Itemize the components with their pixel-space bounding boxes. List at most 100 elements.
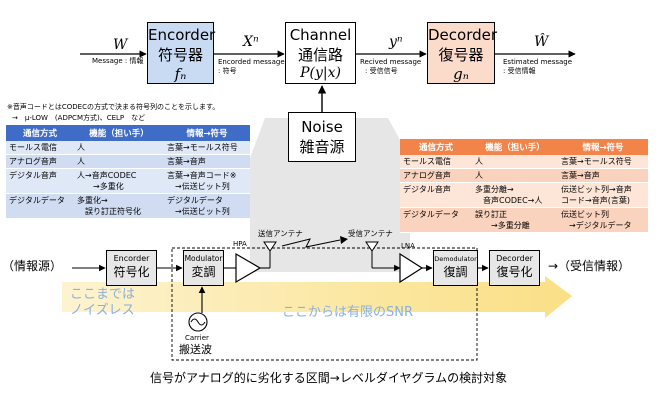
- lna-label: LNA: [401, 242, 415, 250]
- decoder-table-header: 通信方式 機能（担い手） 情報→符号: [400, 139, 648, 155]
- noise-title-en: Noise: [301, 118, 343, 136]
- modulator-jp: 変調: [191, 265, 216, 279]
- channel-block: Channel 通信路 P(y|x): [285, 22, 356, 84]
- received-caption-1: Recived message: [360, 58, 422, 66]
- radio-link: [281, 238, 341, 248]
- info-source-label: （情報源）: [2, 259, 63, 273]
- output-caption-1: Estimated message: [503, 58, 573, 66]
- table-cell: アナログ音声: [6, 154, 74, 169]
- lna-amplifier: [399, 252, 424, 284]
- bottom-encoder-jp: 符号化: [113, 265, 150, 279]
- decoder-title-jp: 復号器: [438, 46, 484, 64]
- finite-snr-label: ここからは有限のSNR: [282, 305, 414, 320]
- footer-caption: 信号がアナログ的に劣化する区間→レベルダイヤグラムの検討対象: [150, 371, 508, 385]
- carrier-jp-label: 搬送波: [179, 343, 212, 356]
- channel-function: P(y|x): [300, 65, 341, 81]
- table-cell: デジタルデータ: [6, 193, 74, 219]
- table-cell: 言葉→音声: [164, 154, 250, 169]
- decoder-title-en: Decorder: [428, 26, 498, 44]
- table-row: デジタル音声 多重分離→ 音声CODEC→人 伝送ビット列→音声 コード→音声(…: [400, 182, 648, 208]
- channel-title-en: Channel: [289, 26, 352, 44]
- table-row: デジタル音声 人→音声CODEC →多重化 言葉→音声コード※ →伝送ビット列: [6, 168, 250, 194]
- input-symbol: W: [113, 37, 128, 53]
- encoder-title-en: Encorder: [148, 26, 216, 44]
- input-caption: Message : 情報: [92, 57, 144, 65]
- table-cell: 人→音声CODEC →多重化: [74, 168, 164, 194]
- table-cell: デジタルデータ: [400, 207, 472, 233]
- channel-title-jp: 通信路: [297, 46, 343, 64]
- table-cell: 言葉→モールス符号: [164, 141, 250, 155]
- table-cell: アナログ音声: [400, 168, 472, 183]
- table-cell: 多重化→ 誤り訂正符号化: [74, 193, 164, 219]
- header-cell: 機能（担い手）: [472, 139, 558, 155]
- analog-section-box: [171, 247, 478, 361]
- header-cell: 通信方式: [400, 139, 472, 155]
- noise-block: Noise 雑音源: [288, 112, 356, 162]
- table-cell: デジタル音声: [6, 168, 74, 194]
- table-row: デジタルデータ 誤り訂正 →多重分離 伝送ビット列 →デジタルデータ: [400, 207, 648, 233]
- decoder-table: 通信方式 機能（担い手） 情報→符号 モールス電信 人 言葉→モールス符号 アナ…: [400, 139, 648, 233]
- rx-antenna-symbol: [365, 241, 379, 252]
- bottom-decoder-en: Decorder: [496, 254, 533, 263]
- encoder-block: Encorder 符号器 fₙ: [147, 22, 216, 84]
- demodulator-en: Demodulator: [434, 255, 477, 263]
- decoder-function: gₙ: [453, 65, 469, 83]
- table-cell: 伝送ビット列→音声 コード→音声(言葉): [558, 182, 648, 208]
- header-cell: 通信方式: [6, 125, 74, 141]
- table-row: アナログ音声 人 言葉→音声: [6, 154, 250, 169]
- table-row: モールス電信 人 言葉→モールス符号: [6, 141, 250, 155]
- table-cell: 誤り訂正 →多重分離: [472, 207, 558, 233]
- tx-antenna-label: 送信アンテナ: [258, 229, 303, 238]
- decoder-block: Decorder 復号器 gₙ: [427, 22, 498, 84]
- header-cell: 機能（担い手）: [74, 125, 164, 141]
- bottom-decoder-jp: 復号化: [496, 265, 533, 279]
- noiseless-label-2: ノイズレス: [70, 303, 135, 318]
- rx-antenna-label: 受信アンテナ: [348, 229, 393, 238]
- table-cell: 伝送ビット列 →デジタルデータ: [558, 207, 648, 233]
- table-row: アナログ音声 人 言葉→音声: [400, 168, 648, 183]
- table-cell: 人: [472, 155, 558, 169]
- demodulator-block: Demodulator 復調: [433, 250, 478, 286]
- header-cell: 情報→符号: [164, 125, 250, 141]
- table-cell: 人: [74, 141, 164, 155]
- table-cell: デジタルデータ →伝送ビット列: [164, 193, 250, 219]
- received-info-label: →（受信情報）: [548, 259, 631, 273]
- table-cell: 多重分離→ 音声CODEC→人: [472, 182, 558, 208]
- table-cell: デジタル音声: [400, 182, 472, 208]
- encoder-table: 通信方式 機能（担い手） 情報→符号 モールス電信 人 言葉→モールス符号 アナ…: [6, 125, 250, 219]
- encoder-title-jp: 符号器: [157, 46, 203, 64]
- noiseless-label-1: ここまでは: [70, 287, 136, 302]
- carrier-label: Carrier: [185, 334, 209, 342]
- table-cell: モールス電信: [400, 155, 472, 169]
- encoder-function: fₙ: [174, 65, 187, 83]
- note-line-1: ※音声コードとはCODECの方式で決まる符号列のことを示します。: [7, 103, 220, 111]
- table-cell: 言葉→モールス符号: [558, 155, 648, 169]
- encoded-caption-2: : 符号: [218, 67, 237, 75]
- modulator-en: Modulator: [184, 254, 223, 263]
- header-cell: 情報→符号: [558, 139, 648, 155]
- encoder-table-header: 通信方式 機能（担い手） 情報→符号: [6, 125, 250, 141]
- demodulator-jp: 復調: [443, 265, 468, 279]
- note-line-2: → μ-LOW (ADPCM方式)、CELP など: [12, 114, 146, 122]
- table-row: モールス電信 人 言葉→モールス符号: [400, 155, 648, 169]
- table-cell: 言葉→音声コード※ →伝送ビット列: [164, 168, 250, 194]
- bottom-encoder-block: Encorder 符号化: [106, 250, 157, 286]
- noise-title-jp: 雑音源: [299, 138, 345, 156]
- table-cell: モールス電信: [6, 141, 74, 155]
- received-caption-2: : 受信信号: [365, 67, 398, 75]
- hpa-label: HPA: [233, 240, 247, 248]
- received-symbol: yⁿ: [389, 34, 403, 50]
- tx-antenna-symbol: [263, 241, 277, 252]
- table-cell: 人: [472, 168, 558, 183]
- snr-band: [62, 276, 572, 318]
- table-cell: 言葉→音声: [558, 168, 648, 183]
- output-symbol: Ŵ: [534, 34, 549, 50]
- table-row: デジタルデータ 多重化→ 誤り訂正符号化 デジタルデータ →伝送ビット列: [6, 193, 250, 219]
- hpa-amplifier: [235, 252, 262, 284]
- encoded-symbol: Xⁿ: [243, 34, 259, 50]
- modulator-block: Modulator 変調: [183, 250, 224, 286]
- output-caption-2: : 受信情報: [503, 67, 536, 75]
- bottom-encoder-en: Encorder: [113, 254, 150, 263]
- table-cell: 人: [74, 154, 164, 169]
- encoded-caption-1: Encorded message: [218, 58, 285, 66]
